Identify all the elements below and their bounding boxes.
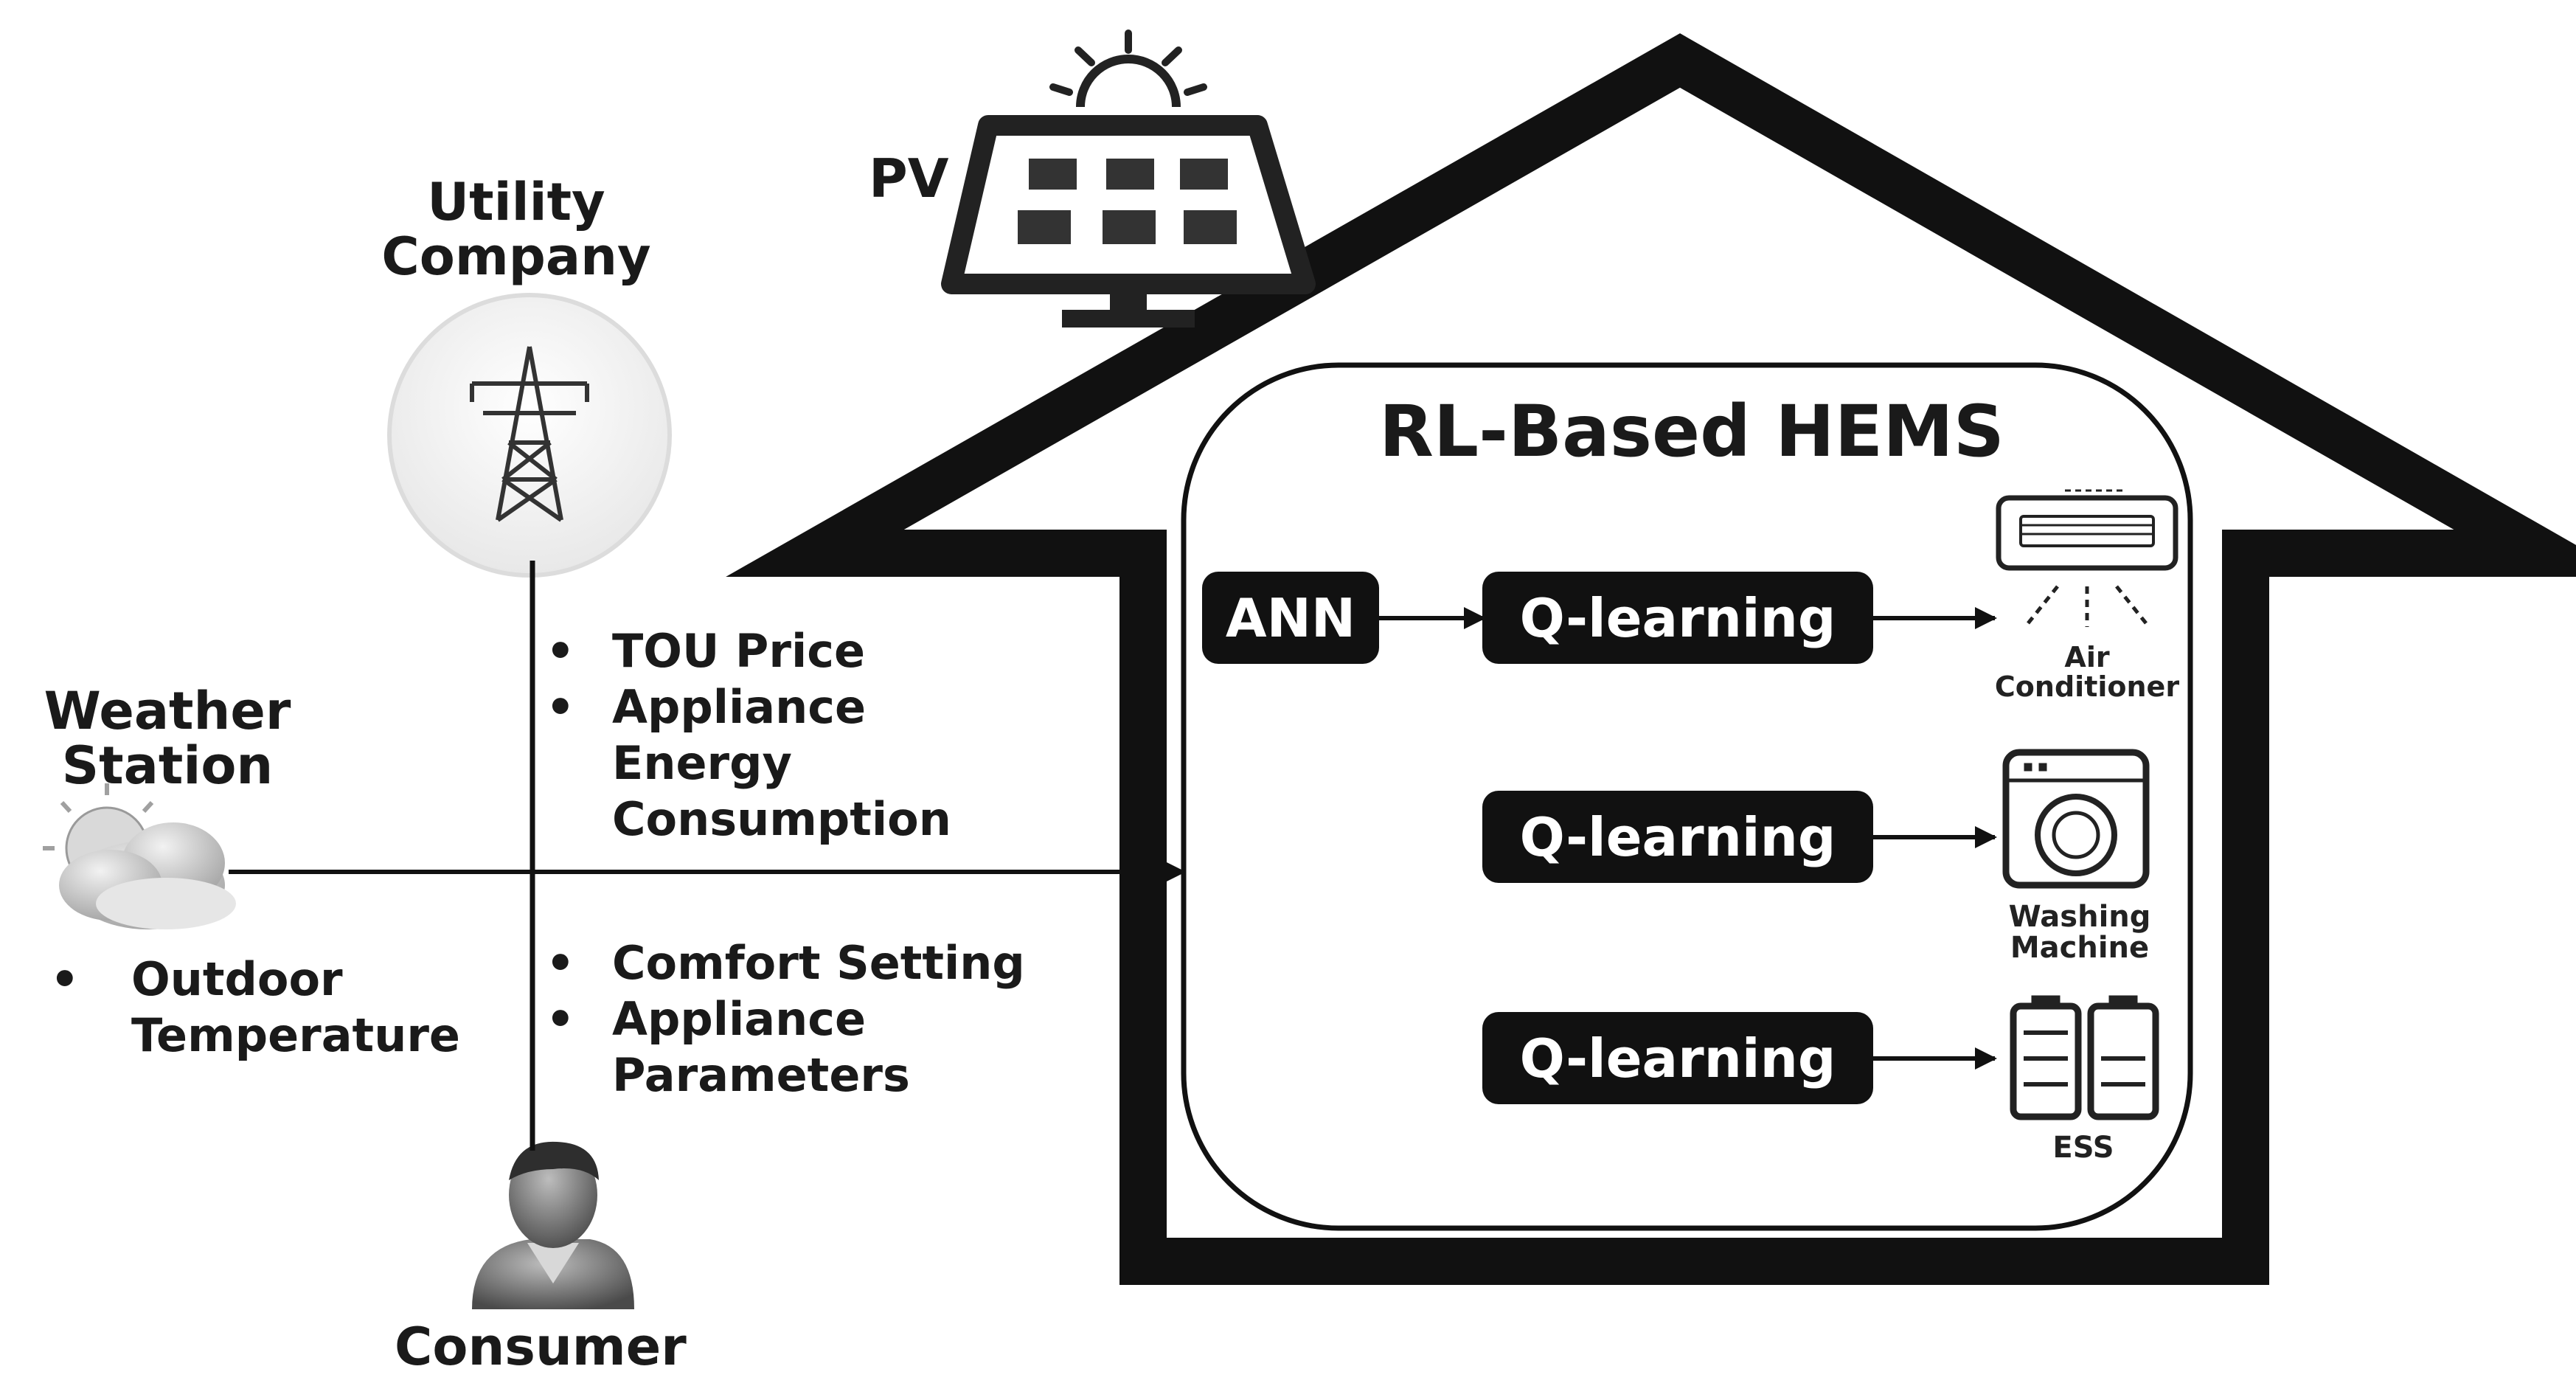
weather-info-list: • Outdoor Temperature	[50, 952, 460, 1064]
q-learning-block-ess: Q-learning	[1482, 1012, 1873, 1104]
weather-station-label: Weather Station	[44, 681, 291, 796]
weather-info-item: • Outdoor Temperature	[50, 952, 460, 1062]
house-outline	[726, 33, 2576, 1285]
consumer-info-list: • Comfort Setting • Appliance Parameters	[546, 935, 1025, 1103]
hems-title: RL-Based HEMS	[1379, 390, 2004, 473]
q-learning-block-ac: Q-learning	[1482, 572, 1873, 664]
washing-machine-label: Washing Machine	[2008, 900, 2151, 965]
utility-info-item: • Appliance Energy Consumption	[546, 680, 951, 846]
ess-battery-icon	[2010, 995, 2159, 1120]
q-learning-block-wm: Q-learning	[1482, 791, 1873, 883]
solar-panel-icon	[941, 30, 1316, 328]
utility-info-list: • TOU Price • Appliance Energy Consumpti…	[546, 623, 951, 848]
consumer-info-item: • Appliance Parameters	[546, 992, 910, 1102]
ess-label: ESS	[2052, 1131, 2114, 1165]
pv-label: PV	[869, 148, 949, 209]
ann-block: ANN	[1202, 572, 1379, 664]
consumer-person-icon	[472, 1141, 634, 1309]
utility-info-item: • TOU Price	[546, 624, 865, 678]
air-conditioner-icon	[1996, 489, 2179, 627]
air-conditioner-label: Air Conditioner	[1994, 641, 2180, 703]
weather-cloud-icon	[43, 783, 236, 929]
utility-company-label: Utility Company	[381, 172, 651, 287]
consumer-label: Consumer	[395, 1317, 687, 1377]
transmission-tower-icon	[387, 293, 672, 578]
washing-machine-icon	[2002, 749, 2150, 889]
consumer-info-item: • Comfort Setting	[546, 936, 1025, 990]
